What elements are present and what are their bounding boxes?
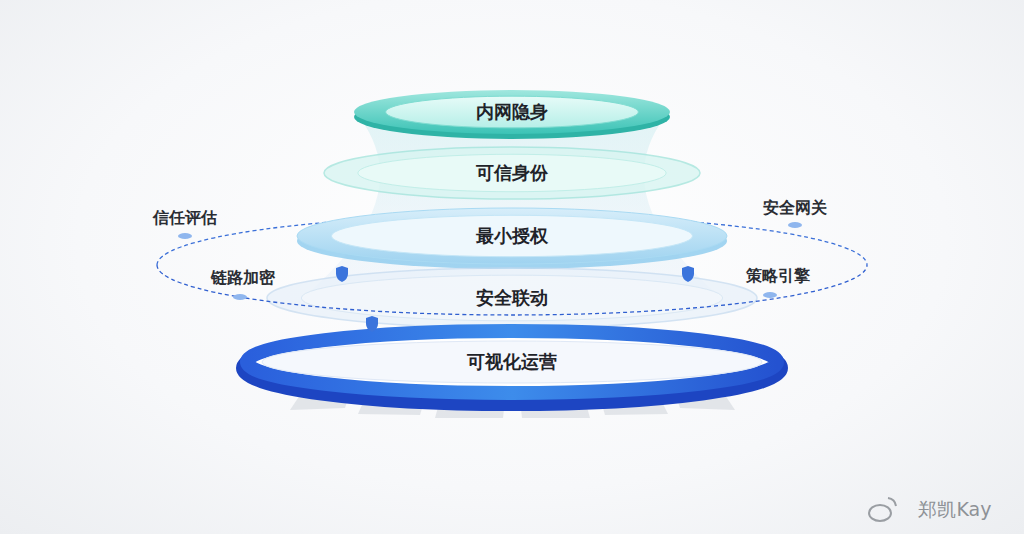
layer-label: 可信身份 [324, 161, 700, 185]
base-ring: 可视化运营 [240, 324, 784, 400]
layer-label: 可视化运营 [240, 350, 784, 374]
orbit-label: 策略引擎 [746, 266, 810, 287]
disc-shape [267, 268, 757, 328]
disc-shape [297, 208, 727, 264]
weibo-icon [869, 498, 896, 521]
orbit-label: 安全网关 [763, 198, 827, 219]
disc-shape [354, 90, 670, 134]
orbit-label: 信任评估 [153, 208, 217, 229]
orbit-label: 链路加密 [211, 268, 275, 289]
disc-shape [324, 147, 700, 199]
orbit-front-line [157, 265, 867, 315]
layer-label: 内网隐身 [354, 100, 670, 124]
layer-disc: 可信身份 [324, 147, 700, 199]
orbit-markers [178, 222, 802, 332]
layer-disc: 内网隐身 [354, 90, 670, 134]
layer-label: 最小授权 [297, 224, 727, 248]
layer-label: 安全联动 [267, 286, 757, 310]
watermark: 郑凯Kay [918, 497, 991, 523]
layer-disc: 安全联动 [267, 268, 757, 328]
layer-disc: 最小授权 [297, 208, 727, 264]
